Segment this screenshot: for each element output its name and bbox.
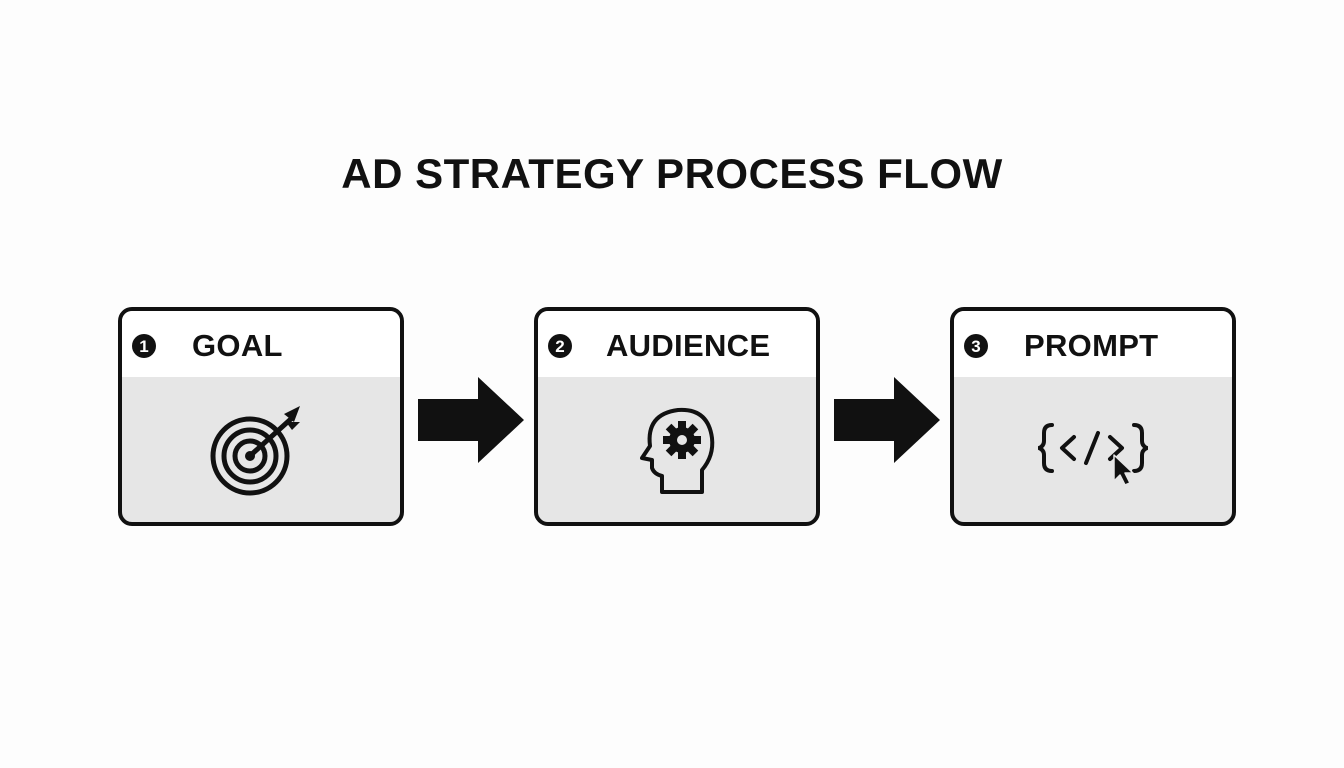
head-gear-icon bbox=[640, 407, 715, 494]
diagram-title: AD STRATEGY PROCESS FLOW bbox=[341, 150, 1003, 197]
target-arrow-icon bbox=[210, 405, 300, 495]
step-audience: 2 AUDIENCE bbox=[534, 307, 820, 526]
step-number-badge: 2 bbox=[548, 334, 572, 358]
step-prompt: 3 PROMPT bbox=[950, 307, 1236, 526]
step-label: PROMPT bbox=[1024, 328, 1159, 363]
step-body bbox=[538, 377, 816, 522]
flow-arrow-1 bbox=[418, 377, 524, 463]
flow-arrow-2 bbox=[834, 377, 940, 463]
step-header: 3 PROMPT bbox=[954, 311, 1232, 377]
step-label: GOAL bbox=[192, 328, 283, 363]
step-label: AUDIENCE bbox=[606, 328, 771, 363]
code-cursor-icon bbox=[1038, 422, 1148, 485]
step-goal: 1 GOAL bbox=[118, 307, 404, 526]
step-body bbox=[954, 377, 1232, 522]
step-number-badge: 1 bbox=[132, 334, 156, 358]
step-number-badge: 3 bbox=[964, 334, 988, 358]
step-header: 1 GOAL bbox=[122, 311, 400, 377]
step-body bbox=[122, 377, 400, 522]
step-header: 2 AUDIENCE bbox=[538, 311, 816, 377]
